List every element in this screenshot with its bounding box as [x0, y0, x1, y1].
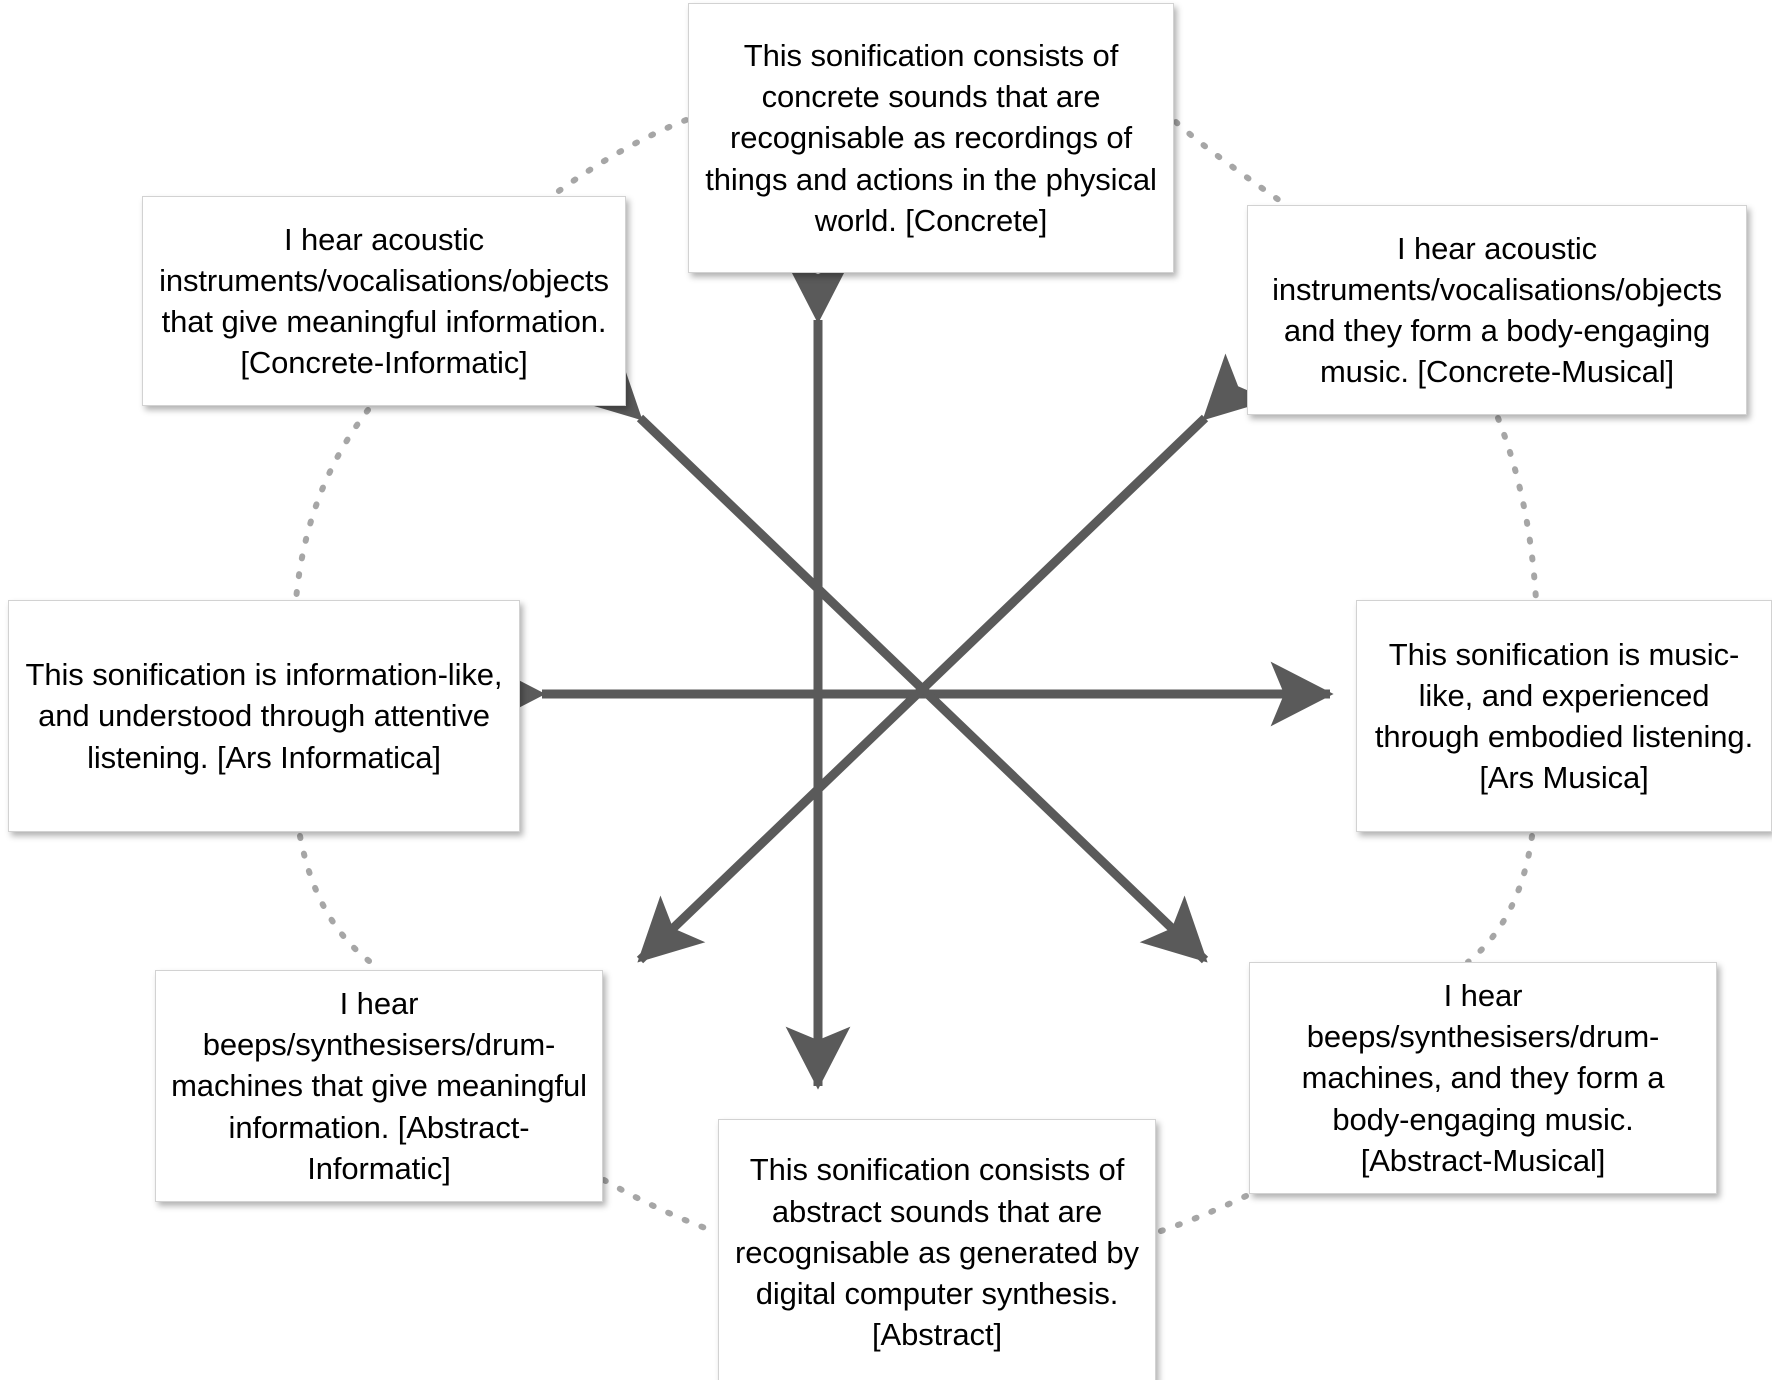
arc-concrete-informatic-to-ars-informatica — [293, 407, 371, 603]
node-concrete-musical-label: I hear acoustic instruments/vocalisation… — [1272, 230, 1722, 390]
node-ars-informatica-label: This sonification is information-like, a… — [25, 657, 503, 775]
arc-ars-musica-to-abstract-musical — [1465, 833, 1535, 965]
arc-concrete-musical-to-ars-musica — [1495, 415, 1539, 603]
node-abstract-musical[interactable]: I hear beeps/synthesisers/drum-machines,… — [1249, 962, 1717, 1194]
node-concrete-informatic-label: I hear acoustic instruments/vocalisation… — [159, 221, 609, 381]
arc-concrete-to-concrete-informatic — [549, 117, 689, 199]
node-abstract-label: This sonification consists of abstract s… — [735, 1152, 1139, 1353]
node-ars-musica[interactable]: This sonification is music-like, and exp… — [1356, 600, 1772, 832]
node-concrete[interactable]: This sonification consists of concrete s… — [688, 3, 1174, 273]
arc-abstract-informatic-to-abstract — [601, 1177, 719, 1235]
node-abstract-informatic-label: I hear beeps/synthesisers/drum-machines … — [171, 985, 587, 1186]
node-concrete-informatic[interactable]: I hear acoustic instruments/vocalisation… — [142, 196, 626, 406]
node-abstract-informatic[interactable]: I hear beeps/synthesisers/drum-machines … — [155, 970, 603, 1202]
node-concrete-musical[interactable]: I hear acoustic instruments/vocalisation… — [1247, 205, 1747, 415]
node-ars-musica-label: This sonification is music-like, and exp… — [1374, 636, 1754, 796]
diagonal-axis-ne-sw-arrow — [636, 353, 1271, 964]
arc-concrete-to-concrete-musical — [1173, 119, 1289, 208]
node-abstract[interactable]: This sonification consists of abstract s… — [718, 1119, 1156, 1380]
arc-ars-informatica-to-abstract-informatic — [297, 833, 385, 973]
node-abstract-musical-label: I hear beeps/synthesisers/drum-machines,… — [1301, 977, 1665, 1178]
node-ars-informatica[interactable]: This sonification is information-like, a… — [8, 600, 520, 832]
node-concrete-label: This sonification consists of concrete s… — [705, 37, 1157, 238]
